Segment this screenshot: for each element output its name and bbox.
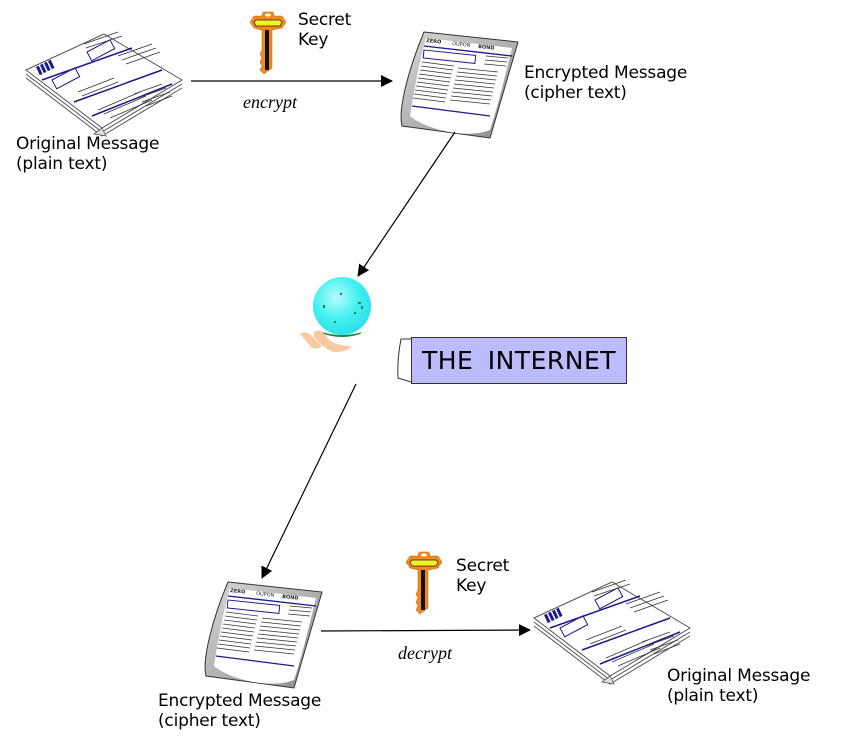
secret-key-bottom-line1: Secret	[456, 556, 510, 576]
encrypted-message-top-subtitle: (cipher text)	[524, 83, 627, 103]
key-icon	[405, 551, 443, 615]
secret-key-bottom-label: Secret Key	[456, 556, 509, 596]
secret-key-top-label: Secret Key	[298, 10, 351, 50]
globe-icon	[313, 277, 371, 335]
original-message-bottom-subtitle: (plain text)	[667, 686, 759, 706]
to-internet-arrow	[357, 131, 456, 277]
original-message-bottom-title: Original Message	[667, 666, 811, 686]
internet-box-bracket	[397, 338, 412, 383]
internet-box: THE INTERNET	[411, 337, 627, 384]
secret-key-bottom-icon	[405, 551, 443, 615]
encrypted-message-bottom-subtitle: (cipher text)	[158, 711, 261, 731]
cipher-document-icon	[400, 31, 519, 139]
secret-key-top-icon	[249, 11, 287, 75]
secret-key-top-line2: Key	[298, 30, 329, 50]
encrypted-message-top-title: Encrypted Message	[524, 63, 688, 83]
decrypt-arrow	[320, 624, 531, 637]
encrypted-message-bottom-label: Encrypted Message (cipher text)	[158, 691, 321, 731]
encrypted-message-top-document	[400, 31, 519, 139]
from-internet-arrow	[261, 383, 357, 579]
encrypted-message-top-label: Encrypted Message (cipher text)	[524, 63, 687, 103]
original-message-top-label: Original Message (plain text)	[16, 134, 159, 174]
original-message-bottom-label: Original Message (plain text)	[667, 666, 810, 706]
decrypt-label: decrypt	[398, 643, 452, 663]
encrypted-message-bottom-title: Encrypted Message	[158, 691, 322, 711]
internet-label: THE INTERNET	[421, 346, 617, 375]
secret-key-top-line1: Secret	[298, 10, 352, 30]
encrypt-label: encrypt	[243, 92, 297, 112]
plain-document-icon	[25, 31, 183, 137]
hand-right	[314, 330, 352, 352]
original-message-top-subtitle: (plain text)	[16, 154, 108, 174]
original-message-top-document	[25, 31, 183, 137]
encrypted-message-bottom-document	[204, 581, 323, 689]
original-message-top-title: Original Message	[16, 134, 160, 154]
cipher-document-icon	[204, 581, 323, 689]
globe-in-hands-icon	[300, 277, 371, 352]
hand-left	[300, 332, 322, 349]
key-icon	[249, 11, 287, 75]
secret-key-bottom-line2: Key	[456, 576, 487, 596]
